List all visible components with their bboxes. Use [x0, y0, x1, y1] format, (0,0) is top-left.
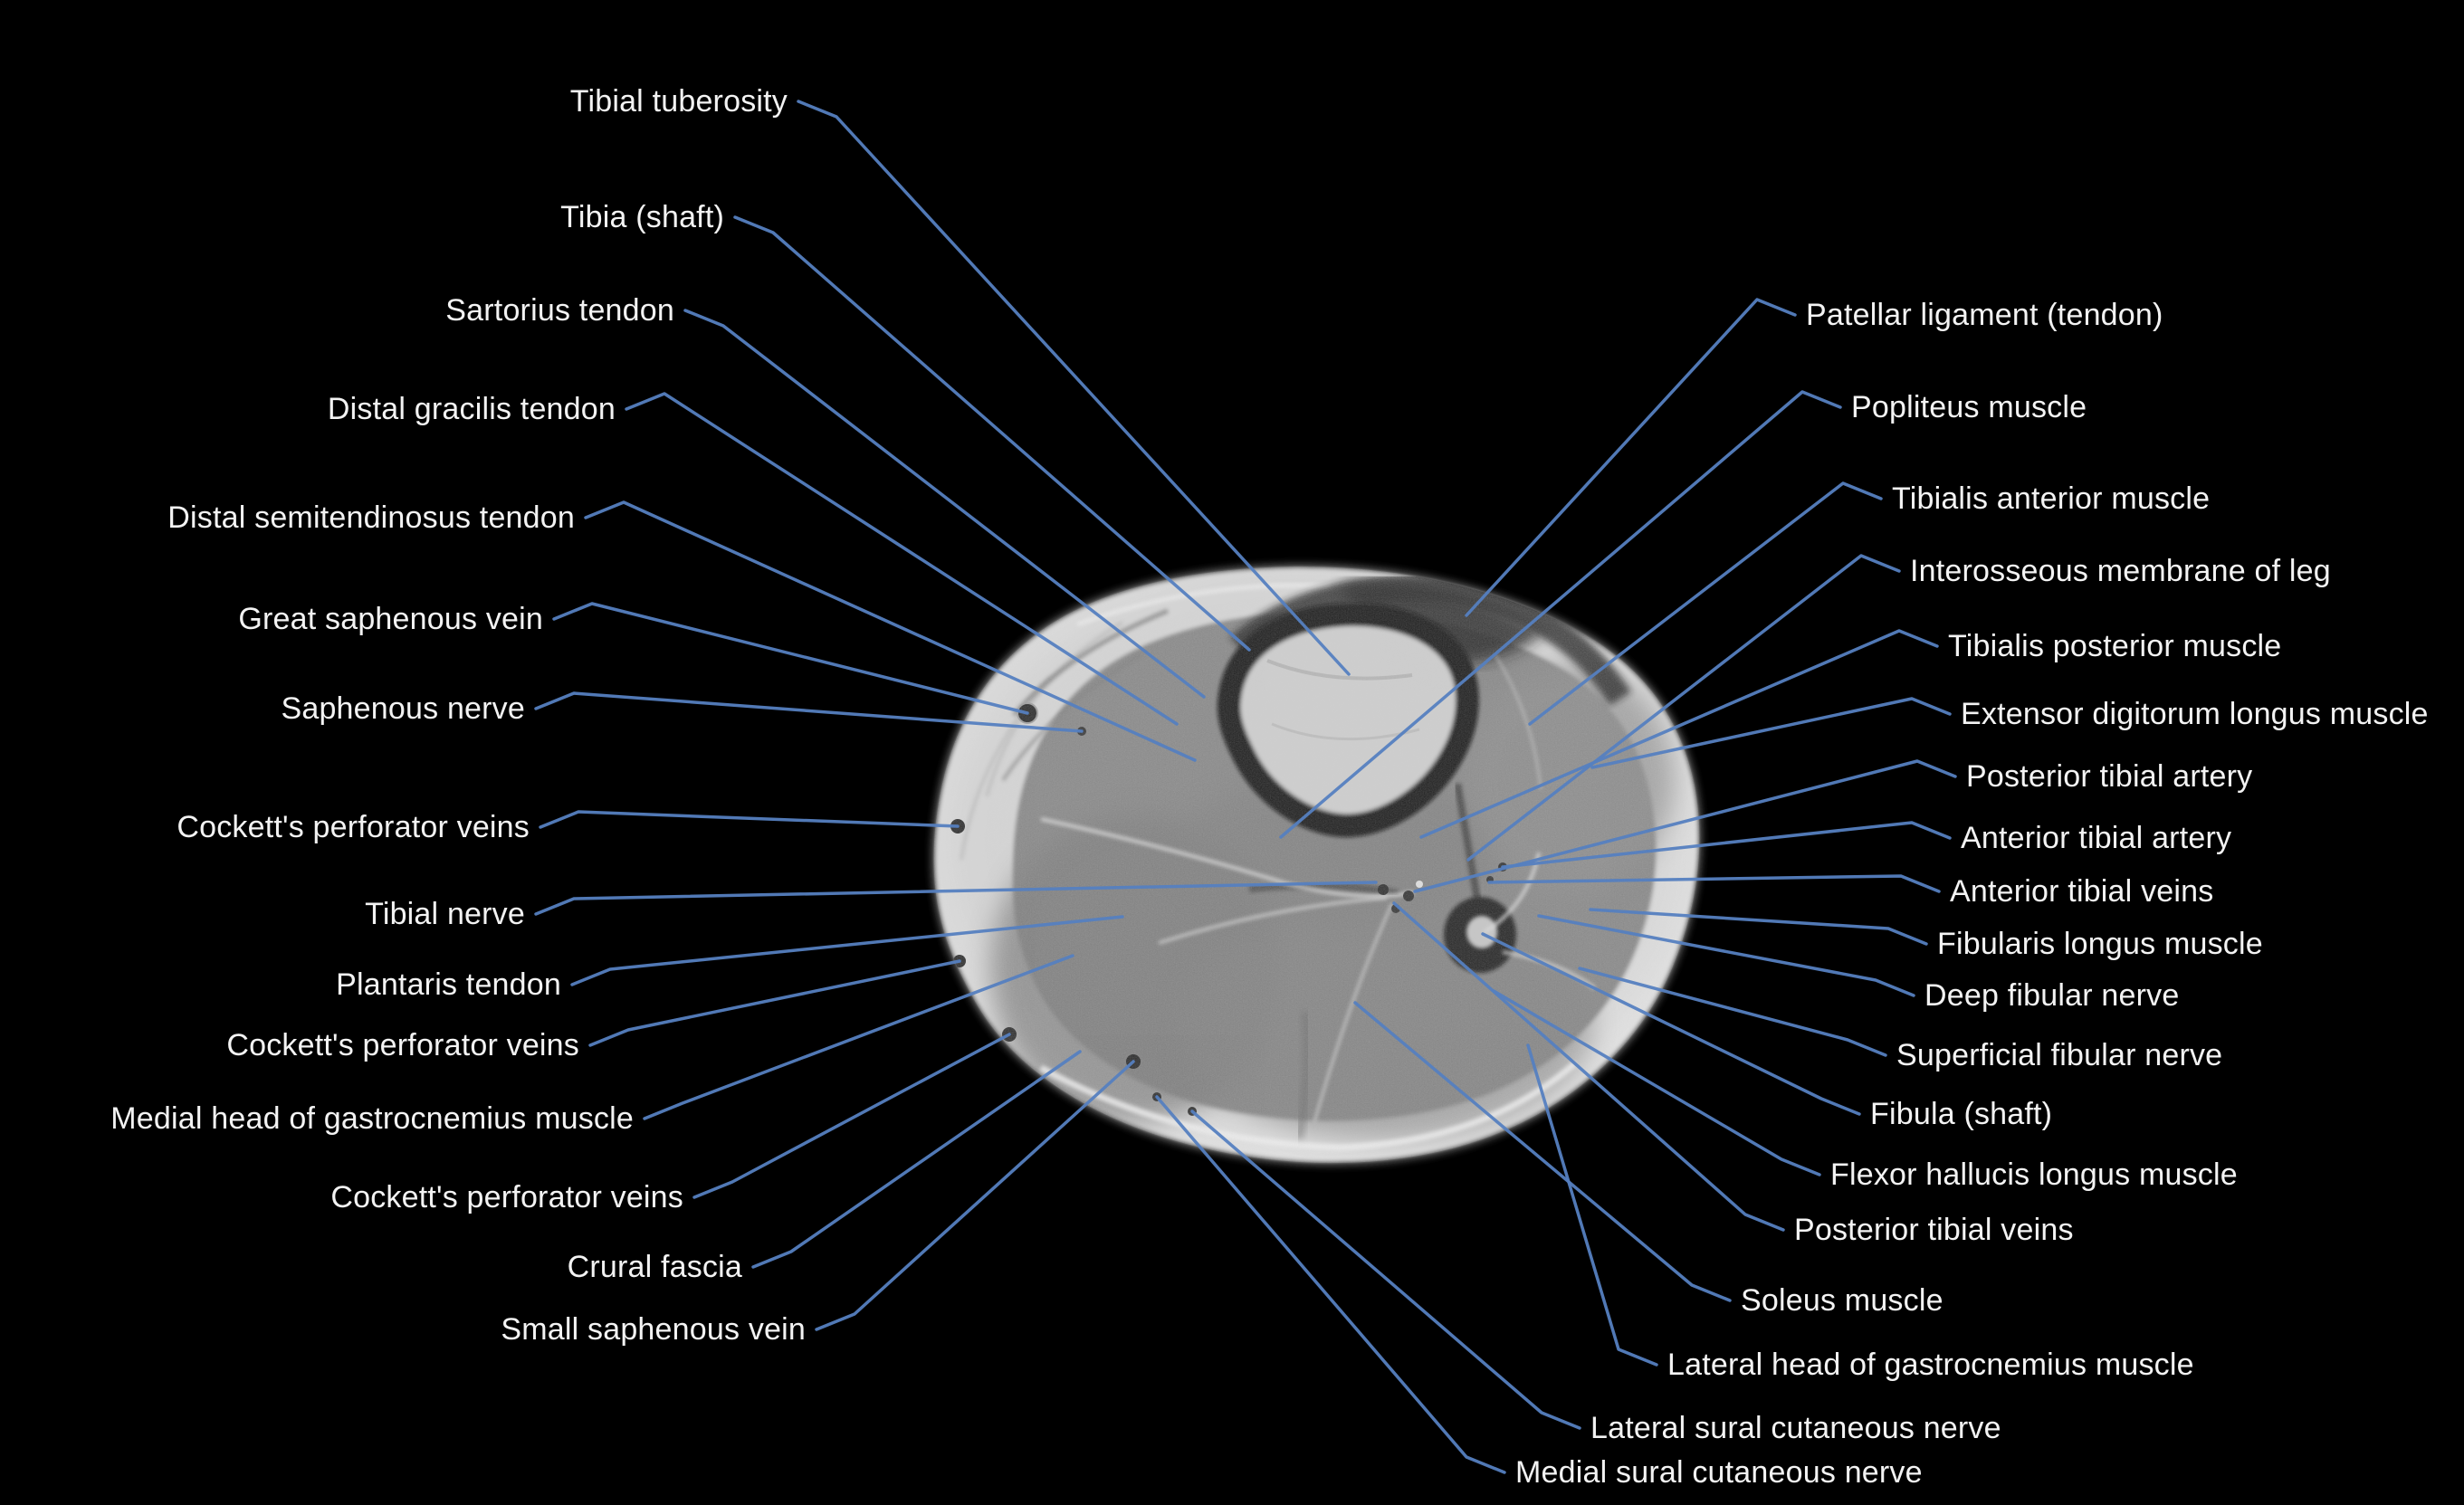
- leader-lines-group: [534, 100, 1957, 1474]
- label-cockett-s-perforator-veins[interactable]: Cockett's perforator veins: [177, 810, 530, 844]
- leader-line-interosseous-membrane-of-leg: [1466, 554, 1901, 862]
- leader-line-fibula-shaft: [1481, 932, 1861, 1116]
- leader-line-popliteus-muscle: [1279, 390, 1842, 839]
- leader-line-cockett-s-perforator-veins: [588, 959, 961, 1047]
- label-sartorius-tendon[interactable]: Sartorius tendon: [445, 293, 674, 328]
- leader-line-superficial-fibular-nerve: [1578, 967, 1887, 1057]
- leader-line-distal-semitendinosus-tendon: [584, 500, 1197, 762]
- label-cockett-s-perforator-veins[interactable]: Cockett's perforator veins: [226, 1028, 579, 1062]
- leader-line-sartorius-tendon: [683, 309, 1206, 699]
- label-posterior-tibial-artery[interactable]: Posterior tibial artery: [1966, 759, 2253, 794]
- leader-line-tibial-tuberosity: [797, 100, 1351, 676]
- label-interosseous-membrane-of-leg[interactable]: Interosseous membrane of leg: [1910, 554, 2331, 588]
- label-extensor-digitorum-longus-muscle[interactable]: Extensor digitorum longus muscle: [1961, 697, 2429, 731]
- leader-line-tibial-nerve: [534, 881, 1378, 916]
- leader-line-posterior-tibial-veins: [1392, 901, 1785, 1232]
- label-plantaris-tendon[interactable]: Plantaris tendon: [336, 967, 561, 1002]
- leader-line-plantaris-tendon: [570, 915, 1124, 986]
- label-lateral-sural-cutaneous-nerve[interactable]: Lateral sural cutaneous nerve: [1590, 1411, 2001, 1445]
- leader-line-posterior-tibial-artery: [1413, 759, 1957, 893]
- leader-line-fibularis-longus-muscle: [1589, 908, 1928, 946]
- label-saphenous-nerve[interactable]: Saphenous nerve: [281, 691, 525, 726]
- leader-line-soleus-muscle: [1353, 1001, 1732, 1302]
- label-cockett-s-perforator-veins[interactable]: Cockett's perforator veins: [330, 1180, 683, 1214]
- leader-line-cockett-s-perforator-veins: [539, 810, 960, 829]
- leader-line-distal-gracilis-tendon: [625, 392, 1179, 726]
- label-anterior-tibial-veins[interactable]: Anterior tibial veins: [1950, 874, 2214, 909]
- leader-line-lateral-head-of-gastrocnemius-muscle: [1526, 1043, 1658, 1367]
- label-posterior-tibial-veins[interactable]: Posterior tibial veins: [1794, 1213, 2074, 1247]
- leader-line-medial-head-of-gastrocnemius-muscle: [643, 954, 1074, 1120]
- label-patellar-ligament-tendon[interactable]: Patellar ligament (tendon): [1806, 298, 2163, 332]
- leader-line-flexor-hallucis-longus-muscle: [1492, 989, 1821, 1176]
- label-medial-head-of-gastrocnemius-muscle[interactable]: Medial head of gastrocnemius muscle: [110, 1101, 634, 1136]
- label-tibialis-posterior-muscle[interactable]: Tibialis posterior muscle: [1948, 629, 2282, 663]
- leader-line-saphenous-nerve: [534, 691, 1084, 733]
- label-superficial-fibular-nerve[interactable]: Superficial fibular nerve: [1896, 1038, 2223, 1072]
- leader-line-deep-fibular-nerve: [1537, 914, 1915, 997]
- leader-line-tibia-shaft: [733, 215, 1251, 652]
- leader-line-medial-sural-cutaneous-nerve: [1155, 1095, 1506, 1474]
- leader-line-anterior-tibial-artery: [1501, 821, 1952, 869]
- label-flexor-hallucis-longus-muscle[interactable]: Flexor hallucis longus muscle: [1830, 1157, 2238, 1192]
- label-deep-fibular-nerve[interactable]: Deep fibular nerve: [1924, 978, 2180, 1013]
- label-tibial-nerve[interactable]: Tibial nerve: [365, 897, 525, 931]
- label-crural-fascia[interactable]: Crural fascia: [567, 1250, 742, 1284]
- label-small-saphenous-vein[interactable]: Small saphenous vein: [501, 1312, 806, 1347]
- label-great-saphenous-vein[interactable]: Great saphenous vein: [238, 602, 543, 636]
- leader-line-extensor-digitorum-longus-muscle: [1590, 697, 1952, 769]
- label-tibialis-anterior-muscle[interactable]: Tibialis anterior muscle: [1892, 481, 2211, 516]
- label-lateral-head-of-gastrocnemius-muscle[interactable]: Lateral head of gastrocnemius muscle: [1667, 1348, 2194, 1382]
- leader-line-tibialis-posterior-muscle: [1419, 629, 1939, 839]
- leader-line-anterior-tibial-veins: [1487, 874, 1941, 893]
- label-fibula-shaft[interactable]: Fibula (shaft): [1870, 1097, 2053, 1131]
- leader-line-tibialis-anterior-muscle: [1528, 481, 1883, 726]
- label-soleus-muscle[interactable]: Soleus muscle: [1741, 1283, 1944, 1318]
- leader-line-patellar-ligament-tendon: [1465, 298, 1797, 617]
- leader-line-small-saphenous-vein: [815, 1060, 1135, 1331]
- leader-line-crural-fascia: [751, 1050, 1082, 1269]
- label-distal-semitendinosus-tendon[interactable]: Distal semitendinosus tendon: [167, 500, 575, 535]
- leader-line-lateral-sural-cutaneous-nerve: [1190, 1110, 1581, 1430]
- leader-line-cockett-s-perforator-veins: [692, 1033, 1011, 1199]
- label-tibia-shaft[interactable]: Tibia (shaft): [560, 200, 724, 234]
- label-tibial-tuberosity[interactable]: Tibial tuberosity: [569, 84, 788, 119]
- label-distal-gracilis-tendon[interactable]: Distal gracilis tendon: [327, 392, 616, 426]
- label-medial-sural-cutaneous-nerve[interactable]: Medial sural cutaneous nerve: [1515, 1455, 1923, 1490]
- label-popliteus-muscle[interactable]: Popliteus muscle: [1851, 390, 2087, 424]
- label-fibularis-longus-muscle[interactable]: Fibularis longus muscle: [1937, 927, 2263, 961]
- leader-line-great-saphenous-vein: [552, 602, 1029, 715]
- label-anterior-tibial-artery[interactable]: Anterior tibial artery: [1961, 821, 2232, 855]
